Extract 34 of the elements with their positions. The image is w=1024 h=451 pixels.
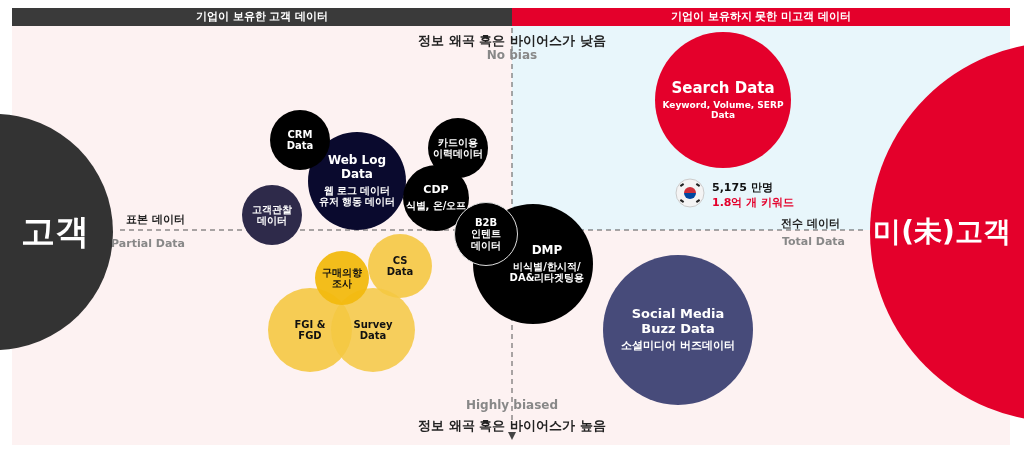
bubble-title: CDP [423,184,449,198]
bubble-title: B2B 인텐트 데이터 [470,216,502,252]
axis-label: Total Data [781,235,845,248]
axis-label: 전수 데이터 [781,216,840,231]
bubble-title: Survey Data [352,318,394,342]
bubble-title: 고객 [21,212,89,252]
bubble-subtitle: 비식별/한시적/ DA&리타겟팅용 [508,260,586,284]
stat-text: 5,175 만명 [712,180,773,195]
bubble-subtitle: 식별, 온/오프 [405,200,467,212]
axis-label: Partial Data [111,237,185,250]
axis-label: 정보 왜곡 혹은 바이어스가 높음 [418,417,606,435]
bubble-title: Social Media Buzz Data [630,307,726,338]
bubble-title: 고객관찰 데이터 [251,203,293,227]
bubble-subtitle: 소셜미디어 버즈데이터 [621,340,735,353]
axis-label: 정보 왜곡 혹은 바이어스가 낮음 [418,32,606,49]
bubble-title: FGI & FGD [293,318,327,342]
axis-label: Highly biased [465,398,559,412]
header-title: 기업이 보유한 고객 데이터 [195,10,329,24]
bubble-subtitle: 웹 로그 데이터 유저 행동 데이터 [317,184,397,208]
header-band [512,8,1010,26]
bubble-title: CRM Data [285,128,315,152]
header-band [12,8,512,26]
bubble-subtitle: Keyword, Volume, SERP Data [661,99,785,121]
bubble-title: 카드이용 이력데이터 [432,136,484,160]
bubble-title: CS Data [385,254,415,278]
bubble-title: DMP [531,244,563,258]
bubble-title: 구매의향 조사 [321,266,363,290]
header-title: 기업이 보유하지 못한 미고객 데이터 [670,10,852,24]
stat-text: 1.8억 개 키워드 [712,195,795,210]
axis-label: No bias [486,48,538,62]
axis-label: 표본 데이터 [126,212,185,227]
bubble-title: Web Log Data [326,154,388,182]
bubble-title: Search Data [671,79,775,97]
bubble-title: 미(未)고객 [873,215,1011,249]
